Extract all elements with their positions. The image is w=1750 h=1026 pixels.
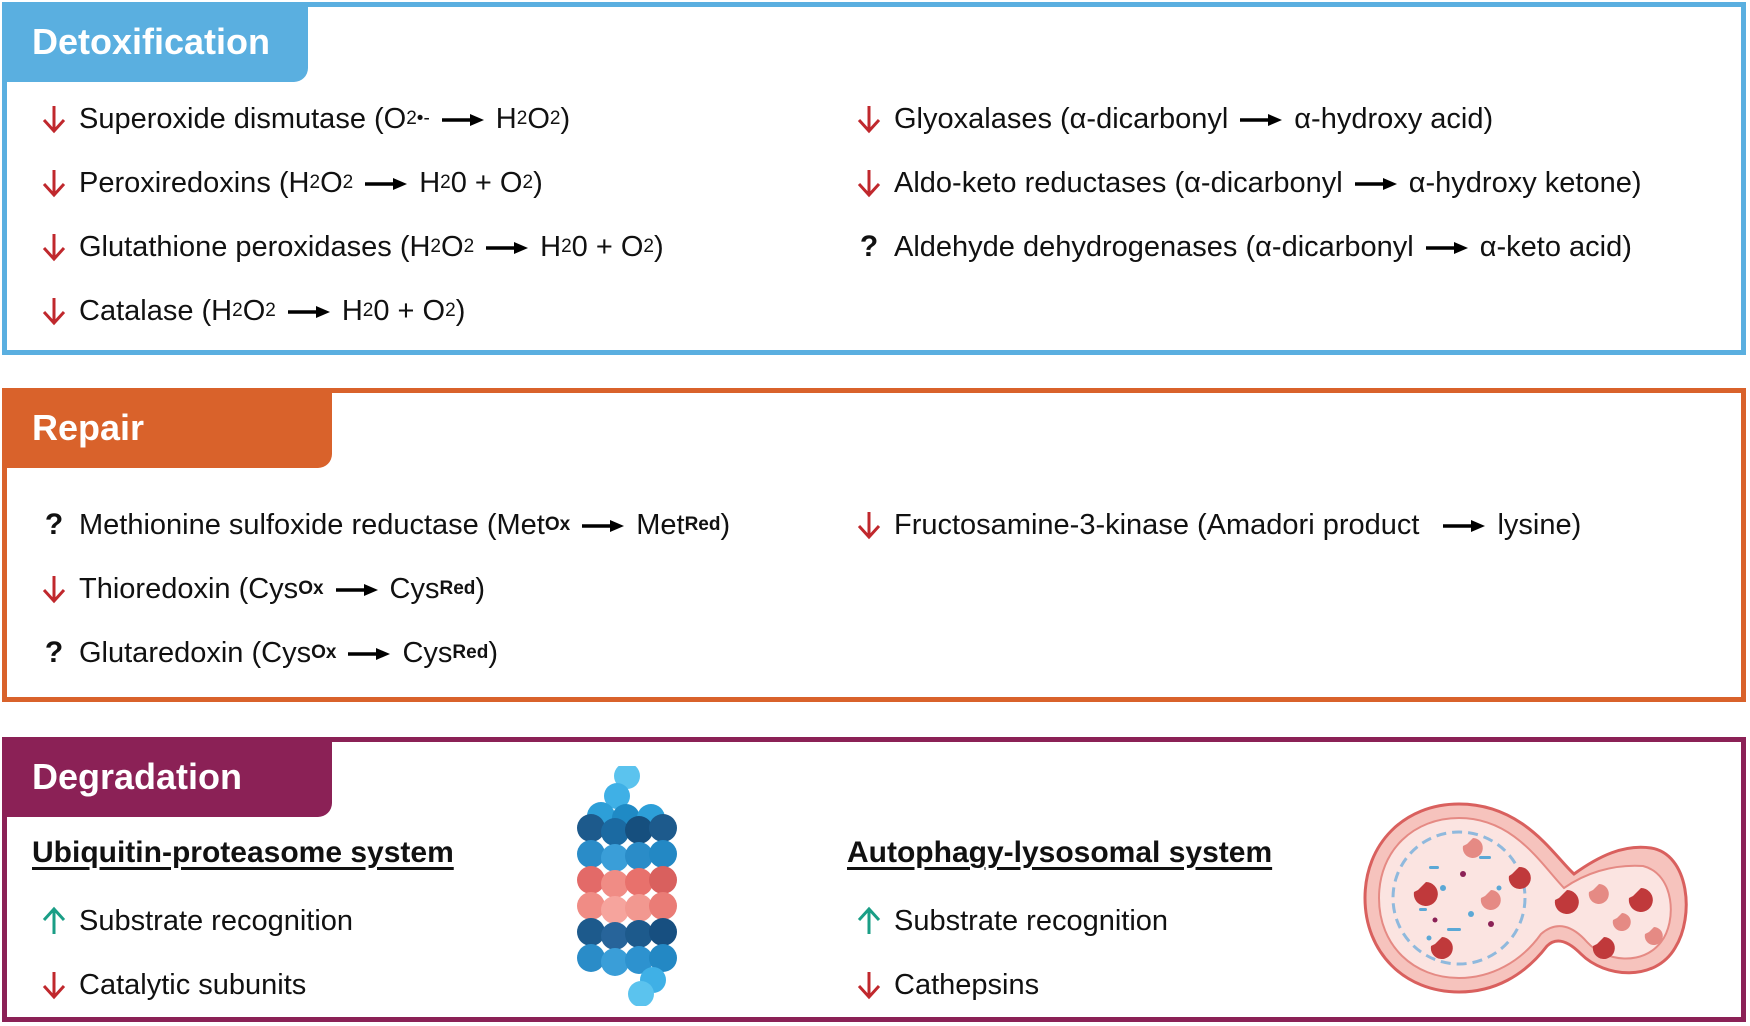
ups-heading: Ubiquitin-proteasome system [32,836,454,869]
down-arrow-icon [35,168,73,198]
detox-item-glyoxalases: Glyoxalases (α-dicarbonyl α-hydroxy acid… [850,96,1493,142]
als-item-cathepsins: Cathepsins [850,962,1039,1008]
degradation-title: Degradation [2,737,332,817]
down-arrow-icon [850,168,888,198]
down-arrow-icon [35,970,73,1000]
reaction-arrow-icon [1424,231,1470,264]
reaction-arrow-icon [1441,509,1487,542]
degradation-panel: Degradation Ubiquitin-proteasome system … [2,737,1746,1022]
reaction-arrow-icon [484,231,530,264]
proteasome-illustration [577,766,677,1006]
down-arrow-icon [35,104,73,134]
reaction-arrow-icon [580,509,626,542]
down-arrow-icon [850,104,888,134]
reaction-arrow-icon [363,167,409,200]
reaction-arrow-icon [334,573,380,606]
autophagolysosome-illustration [1363,802,1688,994]
detox-item-aldehyde-dehydrogenases: ? Aldehyde dehydrogenases (α-dicarbonyl … [850,224,1632,270]
down-arrow-icon [35,296,73,326]
down-arrow-icon [850,510,888,540]
als-heading: Autophagy-lysosomal system [847,836,1273,869]
up-arrow-icon [850,906,888,936]
reaction-arrow-icon [440,103,486,136]
down-arrow-icon [35,232,73,262]
als-item-substrate-recognition: Substrate recognition [850,898,1168,944]
question-mark: ? [859,230,879,263]
ups-item-catalytic-subunits: Catalytic subunits [35,962,306,1008]
ups-item-substrate-recognition: Substrate recognition [35,898,353,944]
repair-panel: Repair ? Methionine sulfoxide reductase … [2,388,1746,702]
reaction-arrow-icon [1353,167,1399,200]
repair-title: Repair [2,388,332,468]
detox-item-aldo-keto-reductases: Aldo-keto reductases (α-dicarbonyl α-hyd… [850,160,1642,206]
question-mark: ? [44,636,64,669]
question-mark: ? [44,508,64,541]
up-arrow-icon [35,906,73,936]
down-arrow-icon [35,574,73,604]
down-arrow-icon [850,970,888,1000]
reaction-arrow-icon [1238,103,1284,136]
reaction-arrow-icon [346,637,392,670]
detoxification-title: Detoxification [2,2,308,82]
reaction-arrow-icon [286,295,332,328]
repair-item-fructosamine-3-kinase: Fructosamine-3-kinase (Amadori product l… [850,502,1581,548]
